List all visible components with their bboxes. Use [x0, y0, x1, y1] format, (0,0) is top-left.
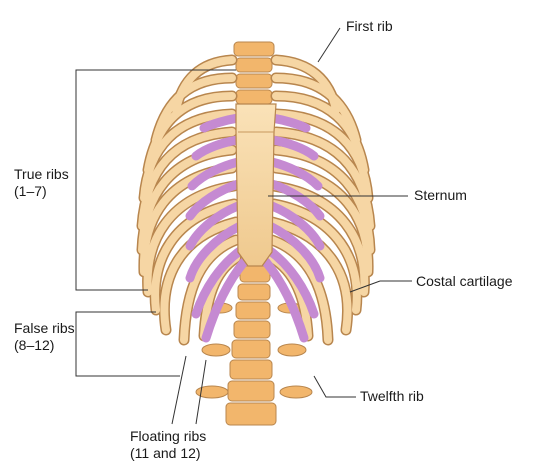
label-true-ribs-title: True ribs — [14, 166, 69, 183]
label-false-ribs-range: (8–12) — [14, 337, 75, 354]
label-false-ribs: False ribs (8–12) — [14, 320, 75, 354]
label-costal-cartilage-text: Costal cartilage — [416, 273, 513, 290]
sternum-bone — [236, 104, 276, 266]
label-false-ribs-title: False ribs — [14, 320, 75, 337]
label-sternum-text: Sternum — [414, 187, 467, 204]
label-twelfth-rib-text: Twelfth rib — [360, 388, 424, 405]
label-twelfth-rib: Twelfth rib — [360, 388, 424, 405]
label-sternum: Sternum — [414, 187, 467, 204]
label-first-rib-text: First rib — [346, 18, 393, 35]
label-first-rib: First rib — [346, 18, 393, 35]
label-floating-ribs-title: Floating ribs — [130, 428, 206, 445]
label-true-ribs-range: (1–7) — [14, 183, 69, 200]
label-floating-ribs: Floating ribs (11 and 12) — [130, 428, 206, 462]
label-floating-ribs-range: (11 and 12) — [130, 445, 206, 462]
label-costal-cartilage: Costal cartilage — [416, 273, 513, 290]
label-true-ribs: True ribs (1–7) — [14, 166, 69, 200]
